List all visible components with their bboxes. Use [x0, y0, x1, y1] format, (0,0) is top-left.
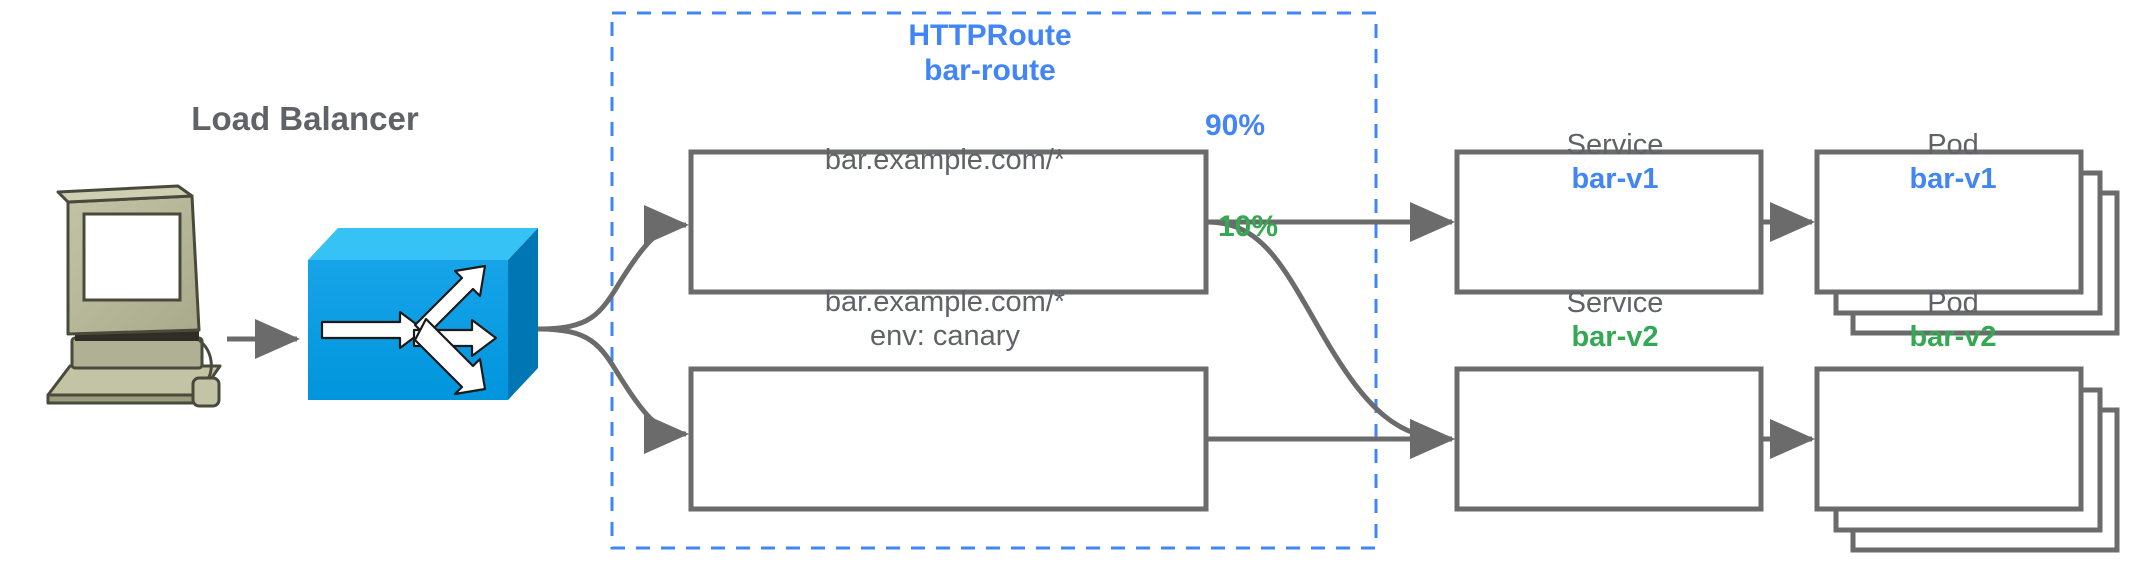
pod-box-v1[interactable]: [1814, 149, 2084, 295]
httproute-kind-label: HTTPRoute: [908, 19, 1072, 52]
service-v1-name: bar-v1: [1571, 163, 1659, 195]
rule-1-hostname: bar.example.com/*: [824, 144, 1066, 176]
pod-v1-kind: Pod: [1927, 129, 1979, 161]
httproute-boundary: [610, 11, 1378, 550]
rule-box-1[interactable]: [688, 149, 1209, 295]
pod-v1-name: bar-v1: [1909, 163, 1997, 195]
weight-label-10: 10%: [1218, 210, 1279, 243]
service-v2-kind: Service: [1566, 287, 1664, 319]
service-box-v2[interactable]: [1454, 366, 1764, 512]
pod-stack-v2[interactable]: [1814, 366, 2120, 553]
pod-v2-name: bar-v2: [1909, 321, 1997, 353]
rule-2-hostname: bar.example.com/*: [824, 286, 1066, 318]
pod-box-v2[interactable]: [1814, 366, 2084, 512]
pod-v2-kind: Pod: [1927, 287, 1979, 319]
rule-2-header-match: env: canary: [870, 320, 1020, 352]
service-v1-kind: Service: [1566, 129, 1664, 161]
load-balancer-label: Load Balancer: [191, 100, 419, 137]
lb-split-connectors: [537, 205, 690, 454]
service-v2-name: bar-v2: [1571, 321, 1659, 353]
pod-stack-v1[interactable]: [1814, 149, 2120, 336]
weighted-split-connectors: [1205, 202, 1456, 459]
weight-label-90: 90%: [1205, 109, 1266, 142]
rule-box-2[interactable]: [688, 366, 1209, 512]
desktop-computer-icon: [46, 184, 222, 408]
load-balancer-icon: [308, 228, 538, 400]
httproute-name-label: bar-route: [924, 54, 1056, 87]
